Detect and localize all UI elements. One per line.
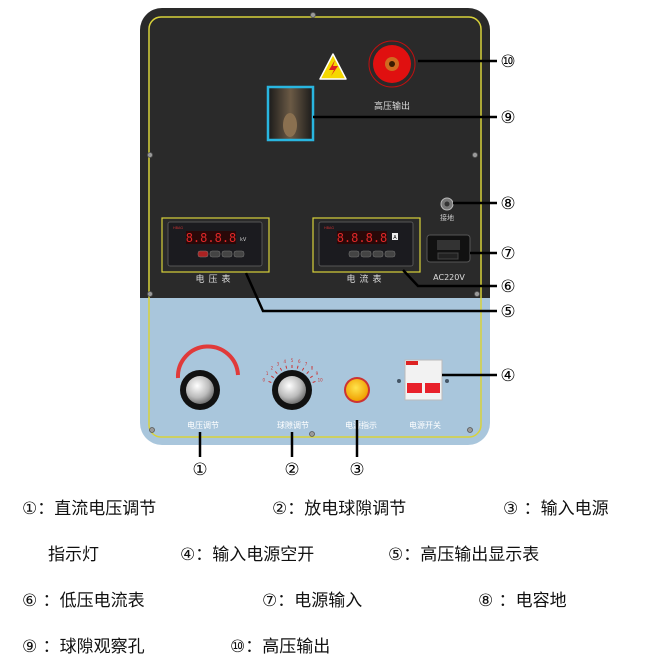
voltmeter-brand: HBAG (173, 226, 183, 230)
ammeter-label: 电流表 (346, 273, 385, 285)
device-panel-diagram: 高压输出 接地 HBAG 8.8.8.8 kV 电压表 HBAG 8.8.8.8… (140, 8, 516, 480)
callout-2: ② (284, 460, 299, 480)
power-input-label: AC220V (433, 273, 465, 282)
dial-tick (285, 365, 288, 369)
callout-1: ① (192, 460, 207, 480)
high-voltage-warning-icon (319, 53, 347, 80)
callout-5: ⑤ (500, 302, 515, 322)
power-switch-label: 电源开关 (409, 420, 441, 430)
power-indicator-label: 电源指示 (345, 420, 377, 430)
ammeter-buttons[interactable] (348, 250, 396, 258)
ground-label: 接地 (440, 213, 454, 222)
hv-output-label: 高压输出 (374, 100, 410, 112)
dial-tick-label: 10 (318, 378, 324, 383)
ball-gap-observation-window (266, 85, 315, 142)
dial-tick-label: 8 (311, 366, 314, 371)
ball-gap-adjust-label: 球隙调节 (277, 420, 309, 430)
dial-tick-label: 3 (277, 362, 280, 367)
power-indicator-lamp (344, 377, 370, 403)
dial-tick (301, 367, 305, 371)
dial-tick-label: 7 (305, 362, 308, 367)
voltmeter-display: 8.8.8.8 (186, 231, 237, 245)
ball-gap-adjust-knob[interactable] (272, 370, 312, 410)
dial-tick (306, 371, 310, 374)
legend-3: ③ ：输入电源 (503, 499, 609, 519)
legend-8: ⑧ ：电容地 (478, 591, 567, 611)
voltmeter-unit: kV (240, 237, 247, 243)
power-input-socket[interactable] (426, 234, 471, 263)
callout-9: ⑨ (500, 108, 515, 128)
ammeter: HBAG 8.8.8.8 A (312, 217, 421, 273)
legend-2: ②：放电球隙调节 (272, 499, 407, 519)
callout-6: ⑥ (500, 277, 515, 297)
dial-tick (296, 365, 299, 369)
voltmeter-label: 电压表 (195, 273, 234, 285)
legend-5: ⑤：高压输出显示表 (388, 545, 540, 565)
ground-terminal[interactable] (440, 197, 454, 211)
legend-9: ⑨ ：球隙观察孔 (22, 637, 145, 657)
voltage-adjust-label: 电压调节 (187, 420, 219, 430)
dial-tick (279, 367, 283, 371)
callout-10: ⑩ (500, 52, 515, 72)
ammeter-unit: A (393, 235, 397, 241)
dial-tick-label: 4 (283, 359, 286, 364)
legend-4: ④：输入电源空开 (180, 545, 315, 565)
dial-tick-label: 5 (291, 358, 294, 363)
legend-1: ①：直流电压调节 (22, 499, 157, 519)
dial-tick (274, 371, 278, 374)
callout-8: ⑧ (500, 194, 515, 214)
hv-output-terminal[interactable] (368, 40, 416, 88)
legend-3-cont: 指示灯 (48, 545, 99, 565)
callout-lines (198, 59, 497, 457)
callout-4: ④ (500, 366, 515, 386)
dial-tick (312, 380, 316, 383)
dial-tick-label: 1 (266, 371, 269, 376)
voltage-arc-indicator (175, 344, 240, 379)
legend-10: ⑩：高压输出 (230, 637, 331, 657)
ammeter-brand: HBAG (324, 226, 334, 230)
callout-7: ⑦ (500, 244, 515, 264)
dial-tick-label: 2 (271, 366, 274, 371)
voltmeter: HBAG 8.8.8.8 kV (161, 217, 270, 273)
dial-tick-label: 6 (298, 359, 301, 364)
dial-tick (268, 380, 272, 383)
power-switch-breaker[interactable] (397, 359, 449, 401)
dial-tick (309, 375, 314, 379)
voltage-adjust-knob[interactable] (180, 370, 220, 410)
legend-7: ⑦：电源输入 (262, 591, 363, 611)
screws (147, 12, 480, 437)
legend-6: ⑥ ：低压电流表 (22, 591, 145, 611)
callout-3: ③ (349, 460, 364, 480)
dial-tick-label: 0 (263, 378, 266, 383)
ammeter-display: 8.8.8.8 (337, 231, 388, 245)
callout-numbers: ① ② ③ ④ ⑤ ⑥ ⑦ ⑧ ⑨ ⑩ (192, 52, 515, 480)
voltmeter-buttons[interactable] (197, 250, 245, 258)
dial-tick (270, 375, 275, 379)
dial-tick-label: 9 (316, 371, 319, 376)
